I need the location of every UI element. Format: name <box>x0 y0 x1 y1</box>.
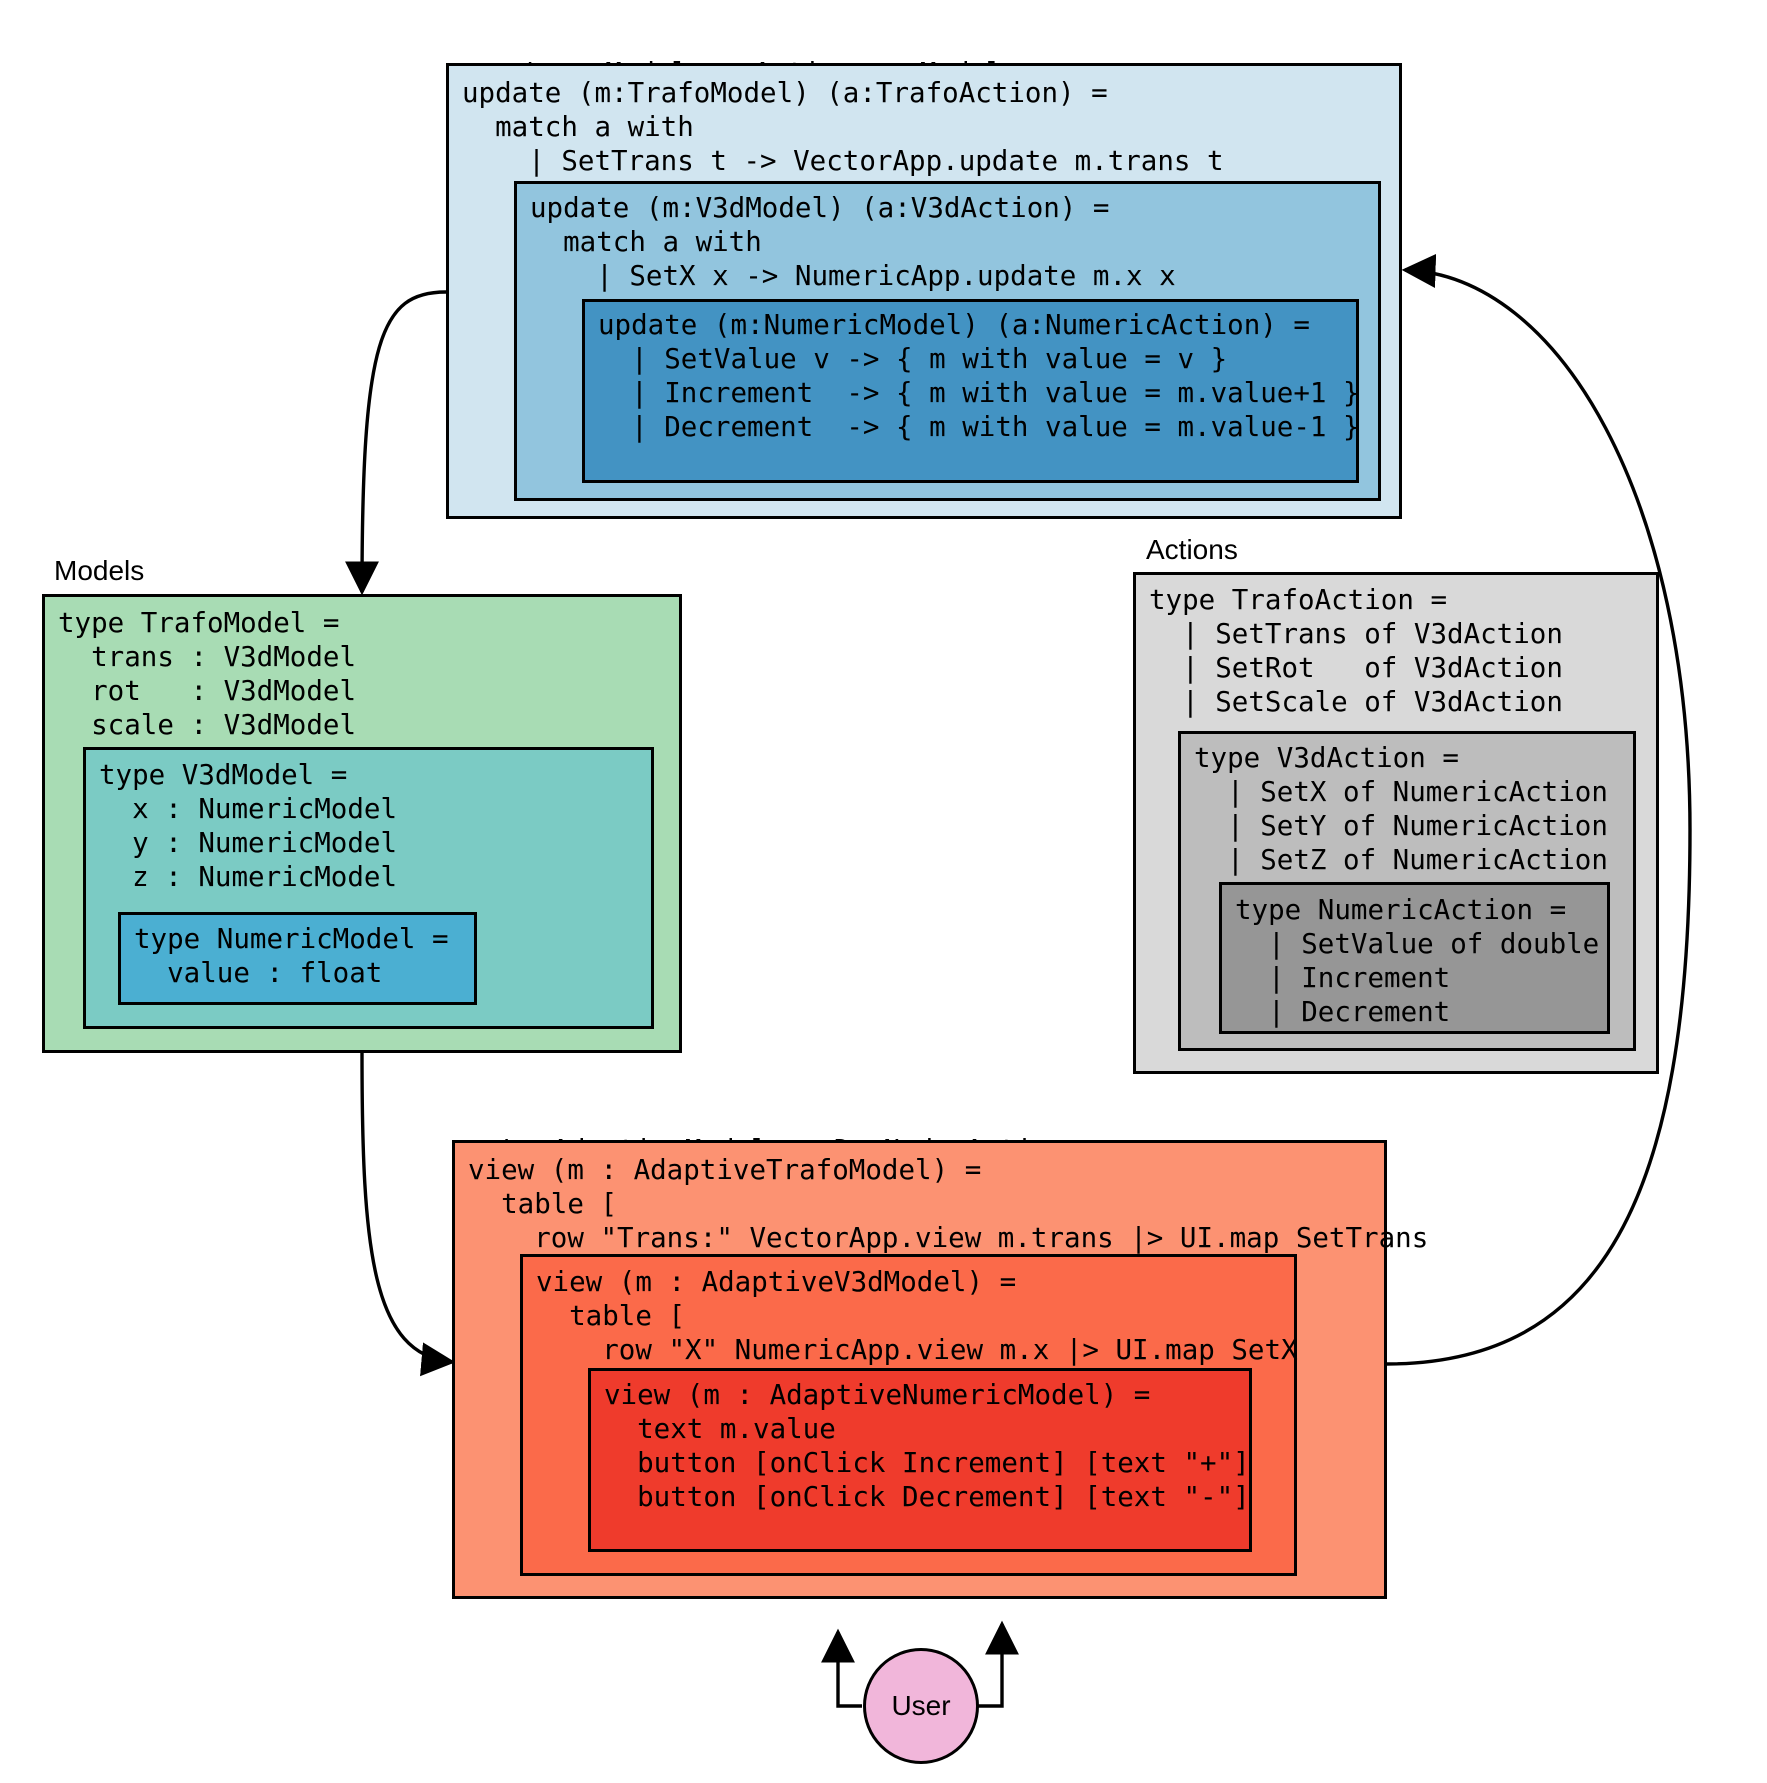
update-numeric-code: update (m:NumericModel) (a:NumericAction… <box>598 309 1360 443</box>
actions-title: Actions <box>1146 534 1238 565</box>
update-v3d-code: update (m:V3dModel) (a:V3dAction) = matc… <box>530 192 1176 292</box>
actions-trafo-code: type TrafoAction = | SetTrans of V3dActi… <box>1149 584 1563 718</box>
arrow-user-right <box>976 1620 1019 1708</box>
actions-numeric-code: type NumericAction = | SetValue of doubl… <box>1235 894 1600 1028</box>
models-title: Models <box>54 555 145 586</box>
view-trafo-code: view (m : AdaptiveTrafoModel) = table [ … <box>468 1154 1429 1254</box>
update-numeric-box: update (m:NumericModel) (a:NumericAction… <box>582 299 1360 483</box>
arrow-models-to-view <box>360 1052 456 1377</box>
models-numeric-box: type NumericModel = value : float <box>118 912 477 1005</box>
view-v3d-code: view (m : AdaptiveV3dModel) = table [ ro… <box>536 1266 1298 1366</box>
actions-numeric-box: type NumericAction = | SetValue of doubl… <box>1219 882 1610 1034</box>
view-numeric-box: view (m : AdaptiveNumericModel) = text m… <box>588 1368 1252 1552</box>
user-node: User <box>863 1648 979 1764</box>
models-numeric-code: type NumericModel = value : float <box>134 923 449 989</box>
view-numeric-code: view (m : AdaptiveNumericModel) = text m… <box>604 1379 1250 1513</box>
models-trafo-code: type TrafoModel = trans : V3dModel rot :… <box>58 607 357 741</box>
arrow-user-left <box>821 1628 862 1708</box>
models-v3d-code: type V3dModel = x : NumericModel y : Num… <box>99 759 398 893</box>
actions-v3d-code: type V3dAction = | SetX of NumericAction… <box>1194 742 1608 876</box>
user-label: User <box>891 1690 951 1721</box>
arrow-update-to-models <box>345 290 447 596</box>
update-trafo-code: update (m:TrafoModel) (a:TrafoAction) = … <box>462 77 1224 177</box>
